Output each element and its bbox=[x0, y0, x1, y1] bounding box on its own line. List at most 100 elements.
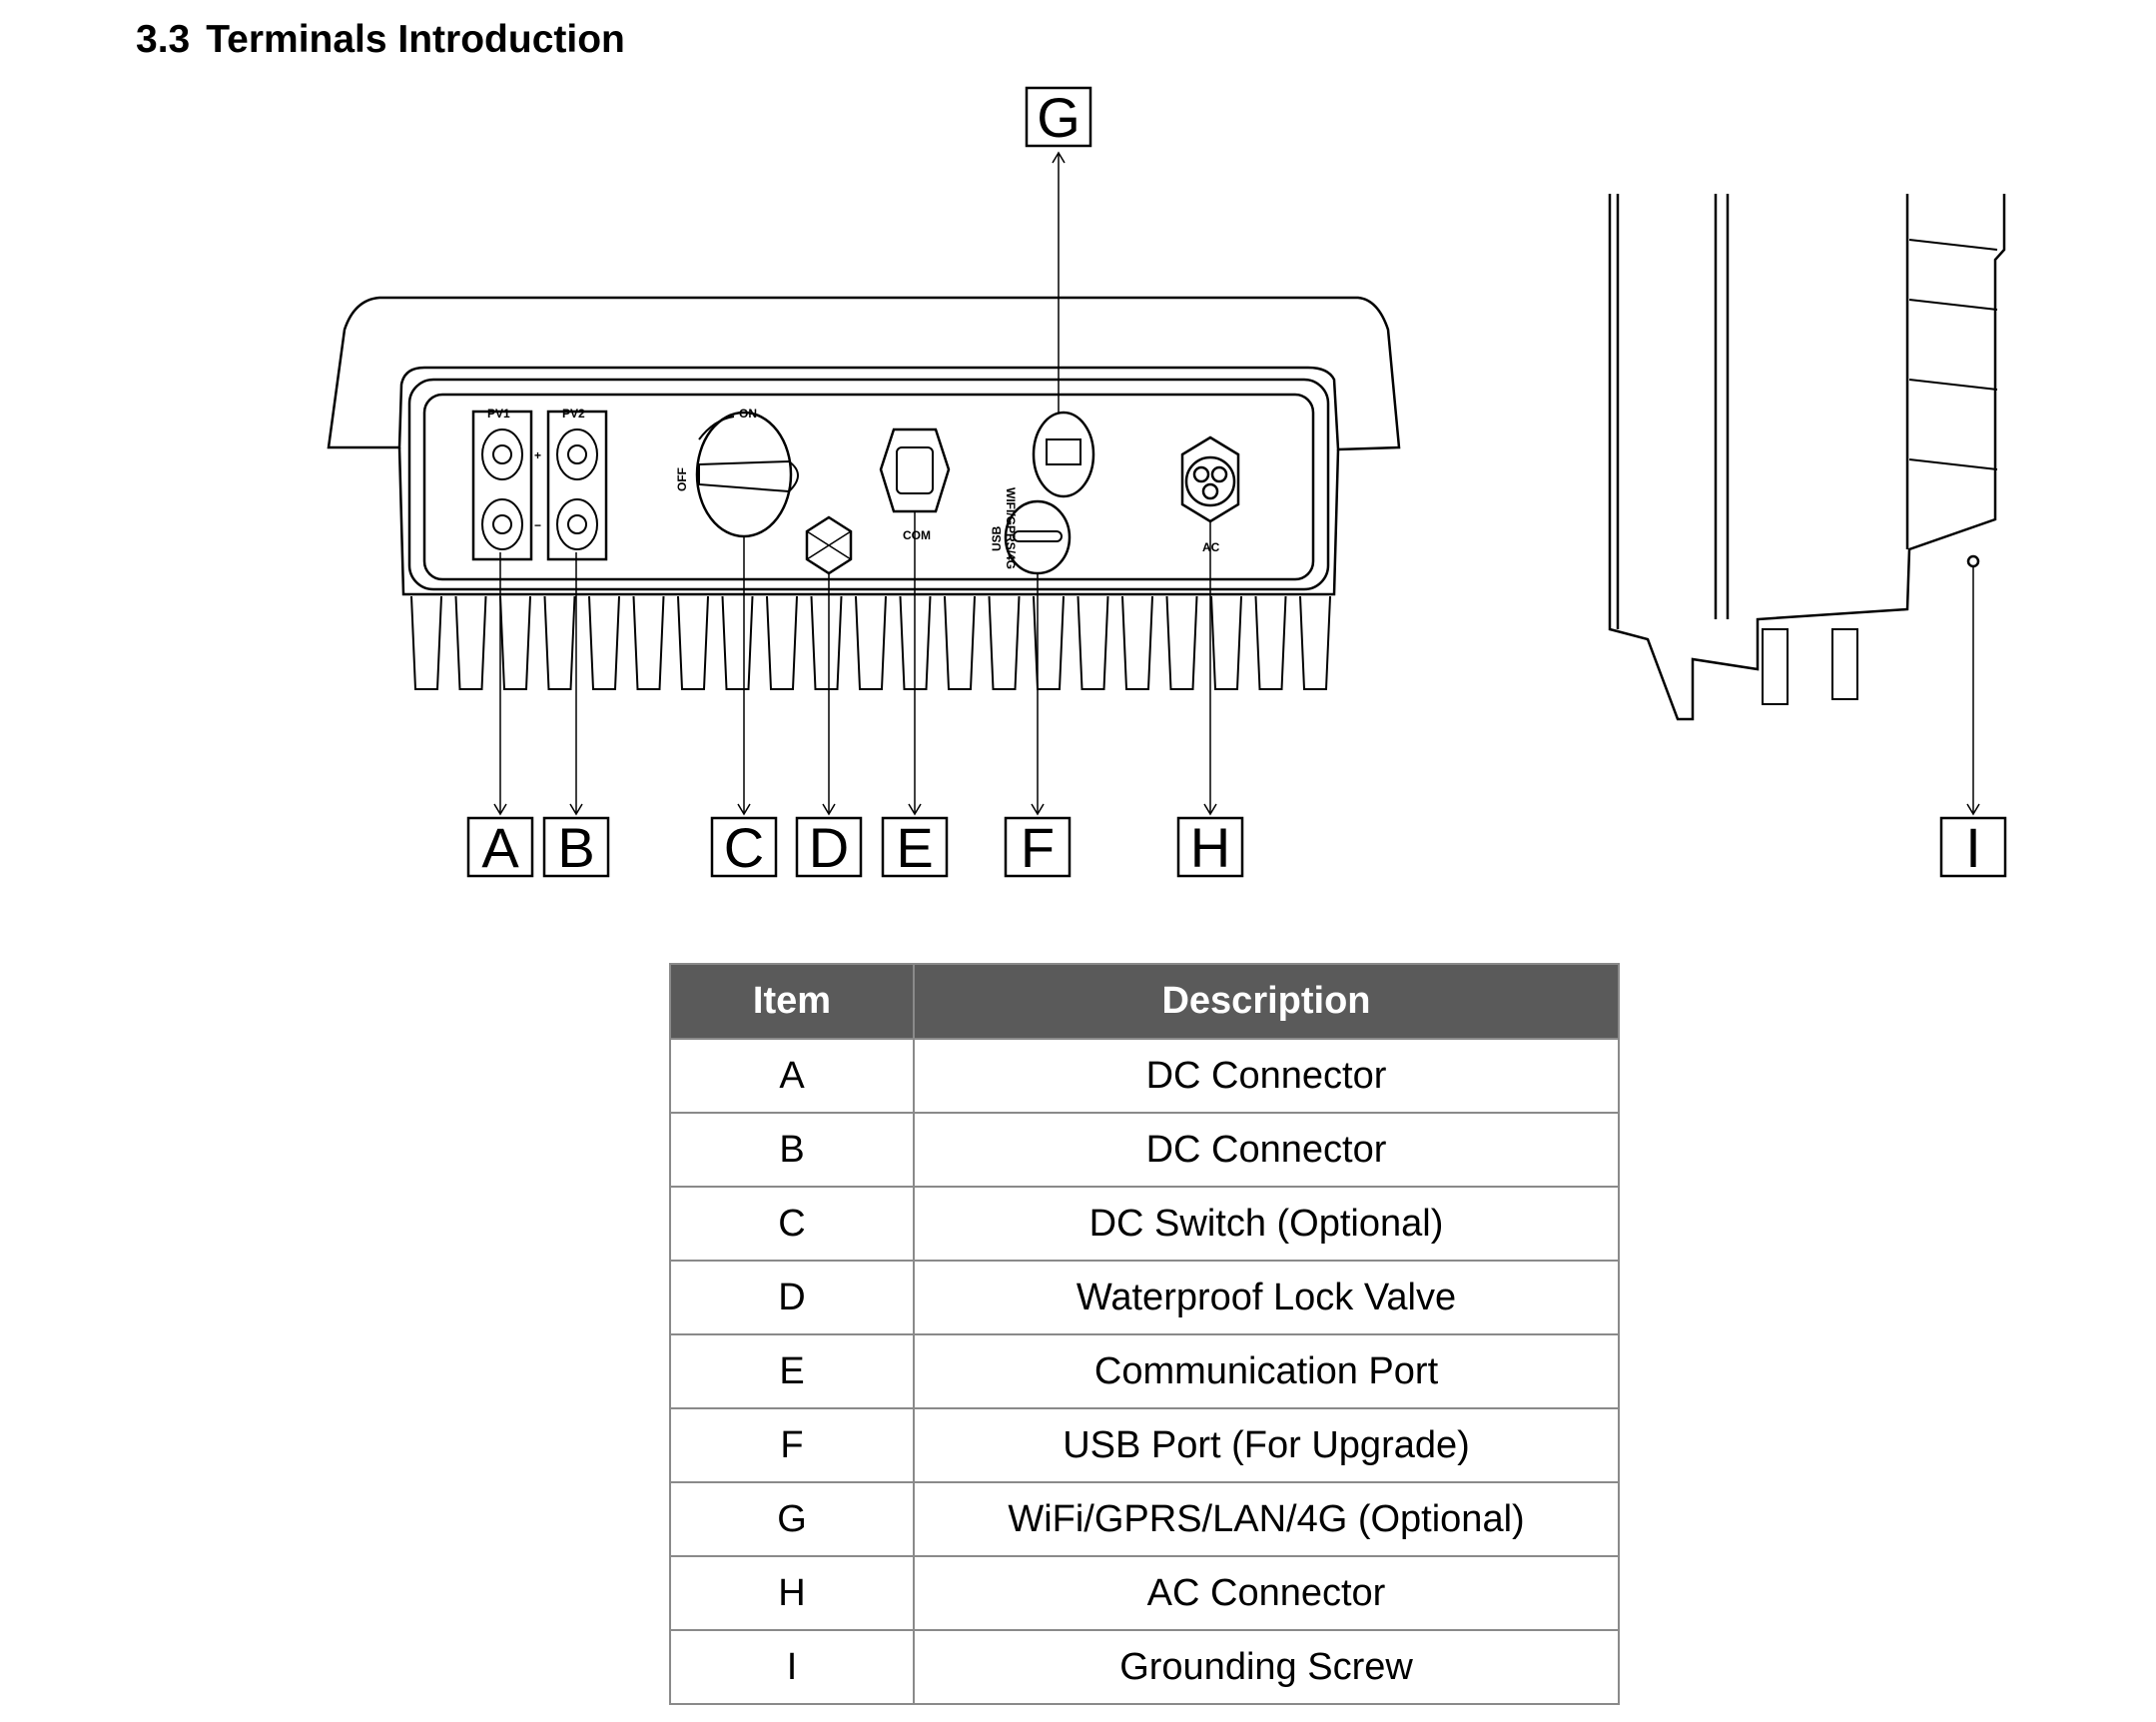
item-cell: F bbox=[669, 1407, 915, 1483]
description-cell: Communication Port bbox=[913, 1333, 1620, 1409]
minus-label: − bbox=[534, 518, 541, 532]
callout-letter: E bbox=[896, 816, 933, 879]
grounding-screw-icon bbox=[1966, 554, 1980, 568]
callout-a: A bbox=[466, 816, 534, 879]
fin bbox=[855, 595, 887, 690]
callout-letter: G bbox=[1037, 86, 1080, 149]
section-title: Terminals Introduction bbox=[206, 18, 625, 61]
callout-f: F bbox=[1004, 816, 1072, 879]
item-cell: H bbox=[669, 1555, 915, 1631]
pv1-group bbox=[471, 410, 533, 561]
description-cell: WiFi/GPRS/LAN/4G (Optional) bbox=[913, 1481, 1620, 1557]
pv1-minus-connector-icon bbox=[481, 498, 523, 550]
ac-label: AC bbox=[1202, 540, 1220, 554]
on-label: ON bbox=[739, 407, 757, 421]
heat-sink-fins bbox=[410, 595, 1331, 690]
description-cell: DC Connector bbox=[913, 1112, 1620, 1188]
description-cell: AC Connector bbox=[913, 1555, 1620, 1631]
callout-letter: H bbox=[1190, 816, 1230, 879]
terminals-diagram: PV1 PV2 + − ON OFF COM WIFI/GPRS/4G USB … bbox=[327, 86, 2007, 879]
fin bbox=[944, 595, 976, 690]
callout-h: H bbox=[1176, 816, 1244, 879]
fin bbox=[1121, 595, 1153, 690]
usb-label: USB bbox=[990, 525, 1004, 551]
item-cell: D bbox=[669, 1260, 915, 1335]
callout-letter: D bbox=[809, 816, 849, 879]
pv1-label: PV1 bbox=[487, 407, 510, 421]
fin bbox=[1210, 595, 1242, 690]
item-cell: I bbox=[669, 1629, 915, 1705]
fin bbox=[543, 595, 576, 690]
callout-box bbox=[1004, 816, 1072, 878]
com-label: COM bbox=[903, 528, 931, 542]
fin bbox=[1254, 595, 1287, 690]
callout-box bbox=[1176, 816, 1244, 878]
fin bbox=[1077, 595, 1109, 690]
item-cell: C bbox=[669, 1186, 915, 1262]
callout-letter: A bbox=[481, 816, 519, 879]
callout-c: C bbox=[710, 816, 778, 879]
description-cell: USB Port (For Upgrade) bbox=[913, 1407, 1620, 1483]
callout-e: E bbox=[881, 816, 949, 879]
description-cell: DC Connector bbox=[913, 1038, 1620, 1114]
fin bbox=[677, 595, 709, 690]
fin bbox=[454, 595, 487, 690]
plus-label: + bbox=[534, 448, 541, 462]
off-label: OFF bbox=[675, 467, 689, 491]
fin bbox=[721, 595, 754, 690]
item-cell: B bbox=[669, 1112, 915, 1188]
leader-lines bbox=[493, 151, 1980, 816]
callout-b: B bbox=[542, 816, 610, 879]
pv2-plus-connector-icon bbox=[556, 429, 598, 480]
callout-letter: B bbox=[557, 816, 594, 879]
description-cell: DC Switch (Optional) bbox=[913, 1186, 1620, 1262]
pv2-minus-connector-icon bbox=[556, 498, 598, 550]
pv2-label: PV2 bbox=[562, 407, 585, 421]
fin bbox=[410, 595, 442, 690]
item-cell: E bbox=[669, 1333, 915, 1409]
section-number: 3.3 bbox=[136, 18, 191, 61]
callout-d: D bbox=[795, 816, 863, 879]
com-port-icon bbox=[879, 428, 951, 513]
callout-box bbox=[795, 816, 863, 878]
callout-i: I bbox=[1939, 816, 2007, 879]
item-cell: G bbox=[669, 1481, 915, 1557]
fin bbox=[1033, 595, 1065, 690]
fin bbox=[810, 595, 843, 690]
header-item: Item bbox=[669, 963, 915, 1040]
callout-g: G bbox=[1025, 86, 1092, 149]
inverter-front-view: PV1 PV2 + − ON OFF COM WIFI/GPRS/4G USB … bbox=[327, 296, 1401, 690]
callout-box bbox=[1939, 816, 2007, 878]
fin bbox=[1299, 595, 1331, 690]
fin bbox=[499, 595, 531, 690]
callout-letter: C bbox=[724, 816, 764, 879]
callout-box bbox=[466, 816, 534, 878]
item-cell: A bbox=[669, 1038, 915, 1114]
callout-letter: F bbox=[1021, 816, 1055, 879]
fin bbox=[1165, 595, 1198, 690]
callout-letter: I bbox=[1965, 816, 1981, 879]
description-cell: Grounding Screw bbox=[913, 1629, 1620, 1705]
fin bbox=[988, 595, 1021, 690]
wifi-module-port-icon bbox=[1032, 411, 1095, 498]
fin bbox=[632, 595, 665, 690]
fin bbox=[766, 595, 798, 690]
ac-connector-icon bbox=[1180, 435, 1240, 523]
description-cell: Waterproof Lock Valve bbox=[913, 1260, 1620, 1335]
callout-box bbox=[710, 816, 778, 878]
callout-box bbox=[1025, 86, 1092, 148]
dc-switch-icon bbox=[695, 411, 793, 538]
callout-box bbox=[542, 816, 610, 878]
pv1-plus-connector-icon bbox=[481, 429, 523, 480]
inverter-side-view bbox=[1608, 194, 2006, 721]
